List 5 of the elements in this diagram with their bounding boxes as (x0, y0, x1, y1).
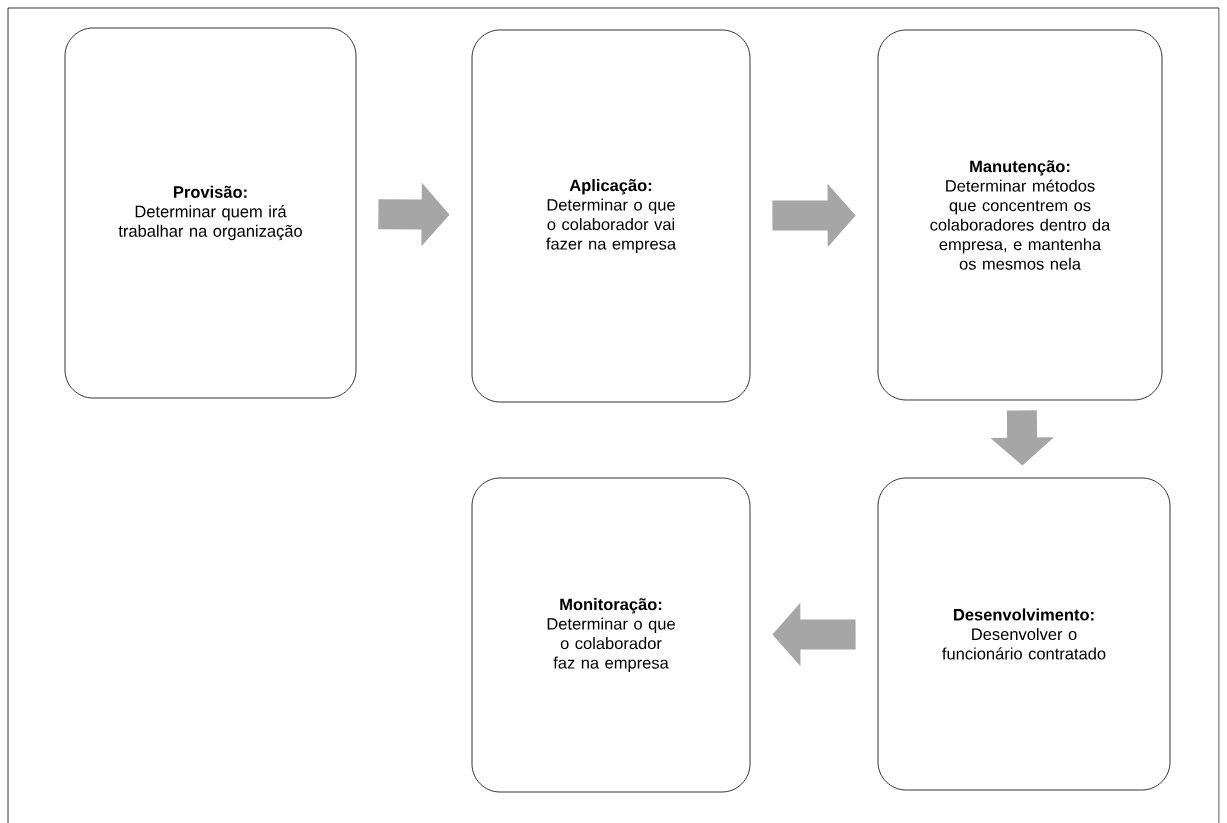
process-box: Monitoração: Determinar o que o colaborador faz na empresa (471, 477, 751, 793)
process-box: Manutenção: Determinar métodos que concentrem os colaboradores dentro da empresa, e mantenha os mesmos nela (877, 29, 1163, 401)
process-box: Desenvolvimento: Desenvolver o funcionário contratado (877, 477, 1171, 791)
process-box: Aplicação: Determinar o que o colaborador vai fazer na empresa (471, 29, 751, 403)
process-box: Provisão: Determinar quem irá trabalhar na organização (64, 27, 357, 399)
